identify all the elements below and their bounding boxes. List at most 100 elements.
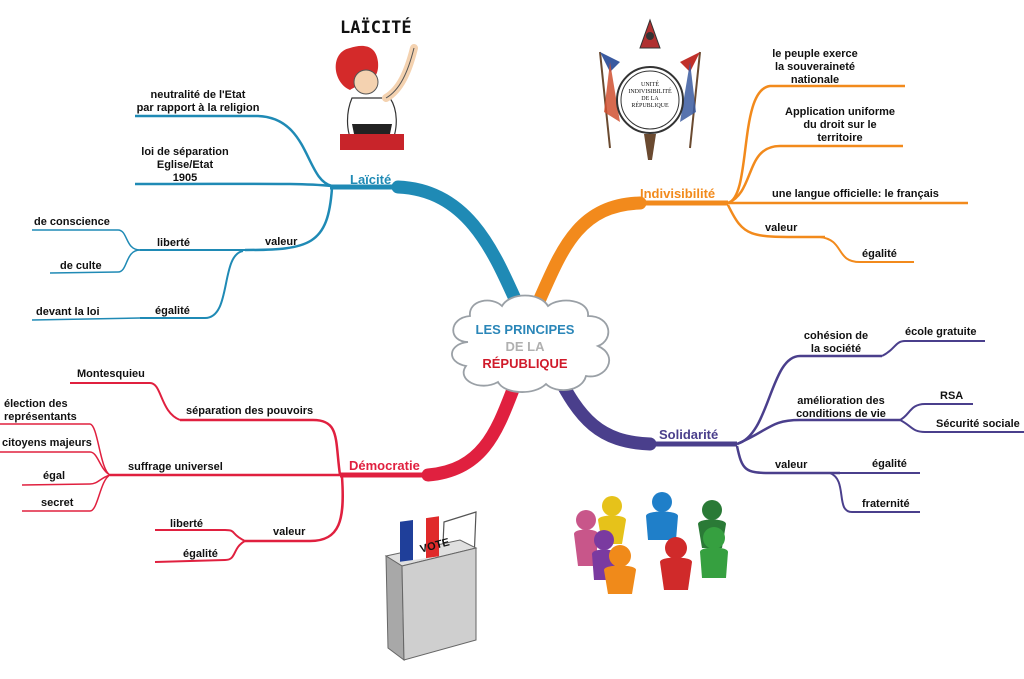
- laicite-valeur-label: valeur: [265, 236, 298, 248]
- marianne-illustration: [335, 44, 420, 152]
- republic-seal: [599, 18, 701, 160]
- solidarite-valeur-label: valeur: [775, 459, 808, 471]
- seal-text-1: UNITÉ: [641, 82, 659, 88]
- egalite-line: [140, 250, 244, 319]
- figure-lightgreen: [700, 527, 728, 578]
- application-line: [727, 144, 903, 205]
- egalite-ind-line: [819, 236, 914, 263]
- indivisibilite-egalite-label: égalité: [862, 248, 897, 260]
- peuple-label: le peuple exerce la souveraineté nationa…: [760, 48, 870, 87]
- seal-text-4: RÉPUBLIQUE: [631, 103, 669, 109]
- laicite-image-text: LAÏCITÉ: [340, 18, 412, 38]
- neutralite-line: [135, 114, 333, 188]
- loi-label: loi de séparation Eglise/Etat 1905: [130, 146, 240, 185]
- election-line-1: élection des: [4, 398, 68, 410]
- amelioration-line-2: conditions de vie: [796, 408, 886, 420]
- indivisibilite-title: Indivisibilité: [640, 186, 716, 201]
- egalite-dem-line: [154, 540, 246, 563]
- citoyens-label: citoyens majeurs: [2, 437, 92, 449]
- ecole-line: [881, 340, 985, 357]
- neutralite-line-1: neutralité de l'Etat: [150, 89, 246, 101]
- montesquieu-line: [70, 382, 181, 421]
- liberte-dem-line: [155, 529, 246, 542]
- amelioration-line-1: amélioration des: [797, 395, 885, 407]
- indivisibilite-valeur-label: valeur: [765, 222, 798, 234]
- laicite-branches: [31, 114, 527, 321]
- devant-line: [31, 317, 141, 321]
- election-label: élection des représentants: [4, 398, 77, 424]
- cohesion-label: cohésion de la société: [796, 330, 876, 356]
- solidarite-egalite-label: égalité: [872, 458, 907, 470]
- valeur-line: [244, 187, 334, 252]
- laicite-main-branch: [391, 180, 527, 317]
- montesquieu-label: Montesquieu: [77, 368, 145, 380]
- egal-line: [21, 474, 111, 486]
- ecole-label: école gratuite: [905, 326, 977, 338]
- people-circle-illustration: [574, 492, 728, 594]
- indivisibilite-branches: [528, 84, 968, 317]
- valeur-sol-line: [735, 445, 840, 475]
- solidarite-title: Solidarité: [659, 427, 719, 442]
- center-line-1: LES PRINCIPES: [475, 322, 575, 337]
- neutralite-line-2: par rapport à la religion: [136, 102, 260, 114]
- arm-outline: [385, 47, 415, 99]
- valeur-dem-line: [245, 476, 344, 543]
- separation-label: séparation des pouvoirs: [186, 405, 314, 417]
- figure-red: [660, 537, 692, 590]
- figure-pink: [574, 510, 598, 566]
- secret-label: secret: [41, 497, 74, 509]
- ballot-box: [384, 511, 478, 662]
- cohesion-line-1: cohésion de: [803, 330, 869, 342]
- culte-label: de culte: [60, 260, 102, 272]
- peuple-line-2: la souveraineté: [774, 61, 856, 73]
- valeur-ind-line: [726, 204, 826, 239]
- peuple-line-1: le peuple exerce: [772, 48, 858, 60]
- cohesion-line-2: la société: [810, 343, 862, 355]
- face: [353, 69, 379, 95]
- skirt: [340, 134, 404, 150]
- application-label: Application uniforme du droit sur le ter…: [778, 106, 902, 145]
- neutralite-label: neutralité de l'Etat par rapport à la re…: [133, 89, 263, 115]
- seal-text-2: INDIVISIBILITÉ: [628, 89, 672, 95]
- conscience-line: [32, 229, 141, 251]
- solidarite-branches: [548, 340, 1024, 513]
- laicite-liberte-label: liberté: [157, 237, 191, 249]
- indivisibilite-main-branch: [528, 196, 647, 317]
- loi-line-2: Eglise/Etat: [156, 159, 214, 171]
- laicite-egalite-label: égalité: [155, 305, 190, 317]
- democratie-egalite-label: égalité: [183, 548, 218, 560]
- secret-line: [22, 474, 111, 512]
- culte-line: [49, 249, 141, 274]
- democratie-liberte-label: liberté: [170, 518, 204, 530]
- center-line-2: DE LA: [505, 339, 545, 354]
- belt: [352, 124, 392, 134]
- devant-label: devant la loi: [36, 306, 100, 318]
- democratie-branches: [0, 365, 527, 563]
- peuple-line: [727, 84, 905, 205]
- secu-line: [899, 419, 1024, 433]
- democratie-title: Démocratie: [349, 458, 420, 473]
- seal-text: UNITÉ INDIVISIBILITÉ DE LA RÉPUBLIQUE: [622, 82, 678, 110]
- center-cloud: [451, 294, 611, 393]
- fraternite-line: [829, 472, 920, 513]
- laicite-title: Laïcité: [350, 172, 392, 187]
- fraternite-label: fraternité: [862, 498, 910, 510]
- peuple-line-3: nationale: [790, 74, 840, 86]
- loi-line-1: loi de séparation: [141, 146, 229, 158]
- rsa-label: RSA: [940, 390, 964, 402]
- citoyens-line: [0, 451, 111, 476]
- center-line-3: RÉPUBLIQUE: [482, 356, 568, 371]
- suffrage-label: suffrage universel: [128, 461, 223, 473]
- amelioration-label: amélioration des conditions de vie: [786, 395, 896, 421]
- separation-line: [180, 418, 342, 476]
- election-line-2: représentants: [4, 411, 77, 423]
- application-line-2: du droit sur le: [803, 119, 877, 131]
- secu-label: Sécurité sociale: [936, 418, 1020, 430]
- figure-blue: [646, 492, 678, 540]
- loi-line-3: 1905: [172, 172, 198, 184]
- conscience-label: de conscience: [34, 216, 110, 228]
- application-line-3: territoire: [817, 132, 863, 144]
- application-line-1: Application uniforme: [785, 106, 895, 118]
